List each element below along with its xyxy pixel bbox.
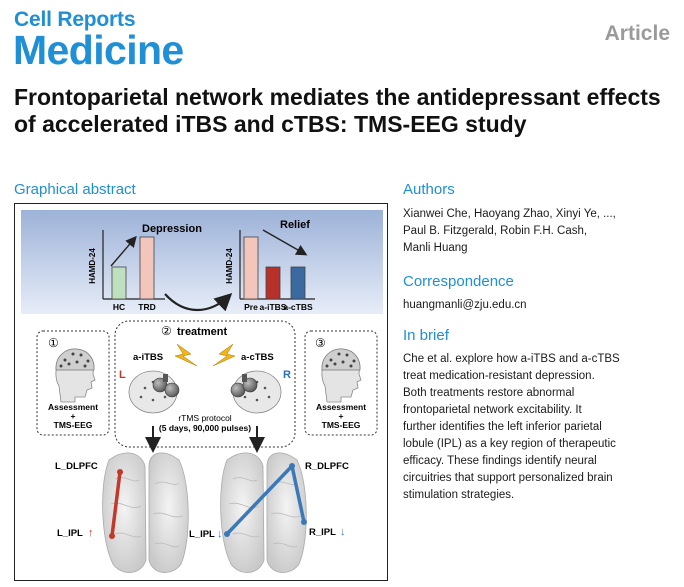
right-brain-bottom-right-label: R_IPL xyxy=(309,527,336,538)
graphical-abstract-svg: Depression HAMD-24 HC TRD Relief HAMD-24… xyxy=(21,210,383,573)
paper-title: Frontoparietal network mediates the anti… xyxy=(14,84,661,137)
relief-cat-actbs: a-cTBS xyxy=(283,302,313,312)
lightning-icon-right xyxy=(212,343,236,367)
brain-right xyxy=(220,452,307,573)
step1-label-line3: TMS-EEG xyxy=(54,420,93,430)
left-node-dlpfc xyxy=(117,469,123,475)
authors-line3: Manli Huang xyxy=(403,242,468,254)
correspondence-email[interactable]: huangmanli@zju.edu.cn xyxy=(403,299,527,311)
transition-arrow xyxy=(164,292,233,312)
depression-bar-trd xyxy=(139,236,155,300)
protocol-line1: rTMS protocol xyxy=(178,413,231,423)
step1-label-line1: Assessment xyxy=(48,402,98,412)
right-brain-bottom-left-label: L_IPL xyxy=(189,529,215,540)
in-brief-line: Che et al. explore how a-iTBS and a-cTBS xyxy=(403,353,620,365)
in-brief-line: efficacy. These findings identify neural xyxy=(403,455,597,467)
lightning-icon-left xyxy=(174,343,198,367)
treatment-title: treatment xyxy=(177,326,227,338)
left-brain-top-label: L_DLPFC xyxy=(55,461,98,472)
authors-line1: Xianwei Che, Haoyang Zhao, Xinyi Ye, ...… xyxy=(403,208,616,220)
in-brief-heading: In brief xyxy=(403,327,449,344)
depression-ylabel: HAMD-24 xyxy=(88,248,97,284)
relief-ylabel: HAMD-24 xyxy=(225,248,234,284)
head-eeg-cap-icon-3 xyxy=(321,348,362,403)
left-brain-bottom-label: L_IPL xyxy=(57,528,83,539)
treatment-panel: ② treatment a-iTBS a-cTBS L R xyxy=(114,320,296,448)
step3-label-line2: + xyxy=(339,411,344,421)
in-brief-line: Both treatments restore abnormal xyxy=(403,387,575,399)
in-brief-line: treat medication-resistant depression. xyxy=(403,370,595,382)
right-brain-top-label: R_DLPFC xyxy=(305,461,349,472)
graphical-abstract-heading: Graphical abstract xyxy=(14,181,136,198)
relief-chart: Relief HAMD-24 Pre a-iTBS a-cTBS xyxy=(225,219,315,312)
graphical-abstract-figure: Depression HAMD-24 HC TRD Relief HAMD-24… xyxy=(14,203,388,581)
head-eeg-cap-icon-1 xyxy=(55,348,96,403)
right-brain-arrow-right: ↓ xyxy=(340,526,346,538)
head-with-coil-left-icon xyxy=(128,370,180,414)
right-brain-arrow-left: ↓ xyxy=(217,528,223,540)
depression-bar-hc xyxy=(111,266,127,300)
top-band-background xyxy=(21,210,383,314)
article-type-label: Article xyxy=(604,22,670,45)
step3-label-line3: TMS-EEG xyxy=(322,420,361,430)
step1-panel: ① Assessment + TMS-EEG xyxy=(36,330,110,436)
authors-line2: Paul B. Fitzgerald, Robin F.H. Cash, xyxy=(403,225,588,237)
relief-cat-pre: Pre xyxy=(244,302,258,312)
authors-heading: Authors xyxy=(403,181,455,198)
step3-label-line1: Assessment xyxy=(316,402,366,412)
left-connection-line xyxy=(110,470,122,538)
treatment-left-label: a-iTBS xyxy=(133,352,163,363)
relief-bar-aitbs xyxy=(265,266,281,300)
step1-number: ① xyxy=(48,336,59,350)
protocol-line2: (5 days, 90,000 pulses) xyxy=(159,423,251,433)
step3-panel: ③ Assessment + TMS-EEG xyxy=(304,330,378,436)
depression-chart: Depression HAMD-24 HC TRD xyxy=(88,223,202,312)
in-brief-line: frontoparietal network excitability. It xyxy=(403,404,582,416)
step3-number: ③ xyxy=(315,336,326,350)
treatment-number: ② xyxy=(161,324,172,338)
relief-bar-pre xyxy=(243,236,259,300)
right-connection-line-ipsi xyxy=(290,464,306,524)
depression-trend-arrow xyxy=(110,235,137,267)
depression-cat-trd: TRD xyxy=(138,302,155,312)
relief-trend-arrow xyxy=(262,229,308,256)
right-connection-line-cross xyxy=(225,464,294,536)
in-brief-line: circuitries that support personalized br… xyxy=(403,472,613,484)
treatment-right-side: R xyxy=(283,369,291,381)
correspondence-heading: Correspondence xyxy=(403,273,514,290)
depression-label: Depression xyxy=(142,223,202,235)
relief-cat-aitbs: a-iTBS xyxy=(260,302,287,312)
relief-bar-actbs xyxy=(290,266,306,300)
left-node-ipl xyxy=(109,533,115,539)
in-brief-line: further identifies the left inferior par… xyxy=(403,421,602,433)
in-brief-line: lobule (IPL) as a key region of therapeu… xyxy=(403,438,616,450)
in-brief-line: stimulation strategies. xyxy=(403,489,515,501)
brain-left xyxy=(102,452,189,573)
journal-name-line2: Medicine xyxy=(13,27,184,73)
step1-label-line2: + xyxy=(71,411,76,421)
head-with-coil-right-icon xyxy=(230,370,282,414)
treatment-left-side: L xyxy=(119,369,126,381)
depression-cat-hc: HC xyxy=(113,302,125,312)
left-brain-arrow: ↑ xyxy=(88,527,94,539)
treatment-right-label: a-cTBS xyxy=(241,352,274,363)
journal-name-line1: Cell Reports xyxy=(14,8,136,31)
relief-label: Relief xyxy=(280,219,310,231)
